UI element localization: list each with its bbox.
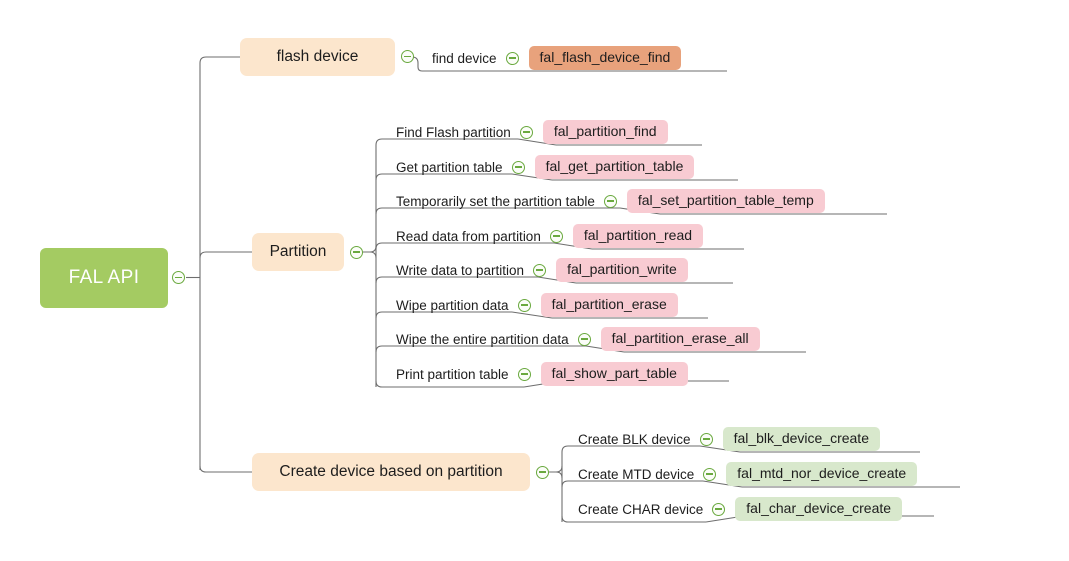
branch-label: Partition [269,243,327,260]
branch-collapse-toggle-icon-partition[interactable] [350,245,363,259]
leaf-collapse-toggle-icon[interactable] [699,432,713,446]
leaf-collapse-toggle-icon[interactable] [603,194,617,208]
leaf-label: Read data from partition [396,228,541,244]
api-badge[interactable]: fal_get_partition_table [534,155,695,179]
root-node-fal-api[interactable]: FAL API [40,248,168,308]
leaf-label: Get partition table [396,159,503,175]
branch-label: flash device [276,48,359,65]
branch-label: Create device based on partition [279,463,503,480]
leaf-row[interactable]: Create BLK device fal_blk_device_create [578,426,880,452]
leaf-collapse-toggle-icon[interactable] [505,51,519,65]
api-badge[interactable]: fal_char_device_create [735,497,903,521]
leaf-label: Wipe the entire partition data [396,331,569,347]
api-badge[interactable]: fal_blk_device_create [722,427,880,451]
leaf-label: find device [432,50,497,66]
api-badge[interactable]: fal_partition_write [556,258,688,282]
branch-collapse-toggle-icon-flash-device[interactable] [401,50,414,63]
branch-node-create-device[interactable]: Create device based on partition [252,453,530,491]
root-collapse-toggle-icon[interactable] [172,271,185,284]
leaf-collapse-toggle-icon[interactable] [577,332,591,346]
api-badge[interactable]: fal_set_partition_table_temp [626,189,825,213]
leaf-row[interactable]: Temporarily set the partition table fal_… [396,188,825,214]
branch-node-partition[interactable]: Partition [252,233,344,271]
leaf-row[interactable]: Write data to partition fal_partition_wr… [396,257,688,283]
leaf-label: Write data to partition [396,262,525,278]
leaf-row[interactable]: find device fal_flash_device_find [432,45,682,71]
api-badge[interactable]: fal_partition_erase_all [600,327,760,351]
leaf-collapse-toggle-icon[interactable] [712,502,726,516]
leaf-row[interactable]: Create MTD device fal_mtd_nor_device_cre… [578,461,918,487]
leaf-collapse-toggle-icon[interactable] [517,298,531,312]
leaf-row[interactable]: Read data from partition fal_partition_r… [396,223,704,249]
leaf-label: Temporarily set the partition table [396,193,595,209]
leaf-collapse-toggle-icon[interactable] [519,125,533,139]
leaf-label: Find Flash partition [396,124,511,140]
leaf-row[interactable]: Create CHAR device fal_char_device_creat… [578,496,903,522]
api-badge[interactable]: fal_partition_erase [540,293,678,317]
root-node-label: FAL API [68,267,140,288]
api-badge[interactable]: fal_show_part_table [540,362,688,386]
leaf-label: Create MTD device [578,466,695,482]
branch-node-flash-device[interactable]: flash device [240,38,395,76]
leaf-label: Create BLK device [578,431,691,447]
leaf-collapse-toggle-icon[interactable] [533,263,547,277]
api-badge[interactable]: fal_flash_device_find [528,46,682,70]
api-badge[interactable]: fal_partition_find [542,120,668,144]
leaf-collapse-toggle-icon[interactable] [517,367,531,381]
leaf-row[interactable]: Print partition table fal_show_part_tabl… [396,361,688,387]
leaf-label: Wipe partition data [396,297,509,313]
leaf-row[interactable]: Get partition table fal_get_partition_ta… [396,154,695,180]
leaf-collapse-toggle-icon[interactable] [511,160,525,174]
leaf-row[interactable]: Wipe the entire partition data fal_parti… [396,326,760,352]
branch-collapse-toggle-icon-create-device[interactable] [536,465,549,479]
leaf-label: Create CHAR device [578,501,704,517]
api-badge[interactable]: fal_partition_read [572,224,704,248]
leaf-collapse-toggle-icon[interactable] [549,229,563,243]
leaf-label: Print partition table [396,366,509,382]
leaf-row[interactable]: Wipe partition data fal_partition_erase [396,292,678,318]
leaf-row[interactable]: Find Flash partition fal_partition_find [396,119,668,145]
api-badge[interactable]: fal_mtd_nor_device_create [726,462,918,486]
leaf-collapse-toggle-icon[interactable] [703,467,717,481]
